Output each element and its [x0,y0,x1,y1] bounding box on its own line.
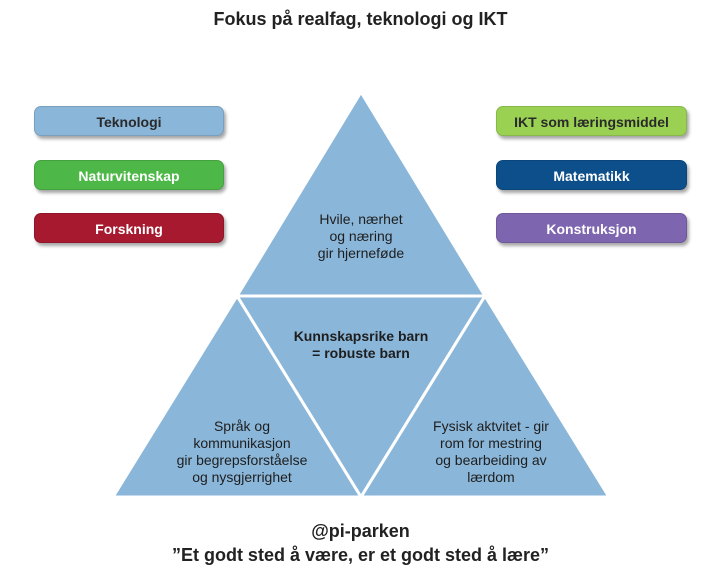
text-line: lærdom [467,469,515,485]
pill-label: Matematikk [553,168,630,184]
pill-label: Forskning [95,221,163,237]
pill-ikt-som-laeringsmiddel: IKT som læringsmiddel [496,106,687,136]
footer-handle: @pi-parken [311,521,410,541]
pill-matematikk: Matematikk [496,160,687,190]
pill-label: Teknologi [96,114,162,130]
footer-slogan: ”Et godt sted å være, er et godt sted å … [171,545,550,565]
pill-konstruksjon: Konstruksjon [496,213,687,243]
text-line: og nysgjerrighet [192,469,292,485]
text-line: og næring [329,228,393,244]
pill-forskning: Forskning [34,213,224,243]
pill-label: IKT som læringsmiddel [514,114,669,130]
text-line: og bearbeiding av [435,452,547,468]
pyramid-top-triangle [234,89,488,298]
pyramid-bottom-right-triangle [358,293,612,499]
text-line: = robuste barn [312,345,410,361]
text-line: Hvile, nærhet [319,211,403,227]
pyramid-center-text: Kunnskapsrike barn = robuste barn [271,328,451,362]
pill-teknologi: Teknologi [34,106,224,136]
text-line: kommunikasjon [193,435,291,451]
pyramid-bottom-left-triangle [110,293,364,499]
text-line: Fysisk aktvitet - gir [433,418,549,434]
page-title: Fokus på realfag, teknologi og IKT [213,9,508,29]
text-line: gir begrepsforståelse [176,452,308,468]
text-line: gir hjerneføde [317,245,405,261]
pyramid-top-text: Hvile, nærhet og næring gir hjerneføde [281,211,441,262]
pill-label: Konstruksjon [546,221,637,237]
pill-naturvitenskap: Naturvitenskap [34,160,224,190]
pyramid-bottom-left-text: Språk og kommunikasjon gir begrepsforstå… [147,418,337,486]
text-line: rom for mestring [440,435,542,451]
pyramid-bottom-right-text: Fysisk aktvitet - gir rom for mestring o… [396,418,586,486]
text-line: Kunnskapsrike barn [293,328,429,344]
text-line: Språk og [213,418,271,434]
pill-label: Naturvitenskap [78,168,180,184]
